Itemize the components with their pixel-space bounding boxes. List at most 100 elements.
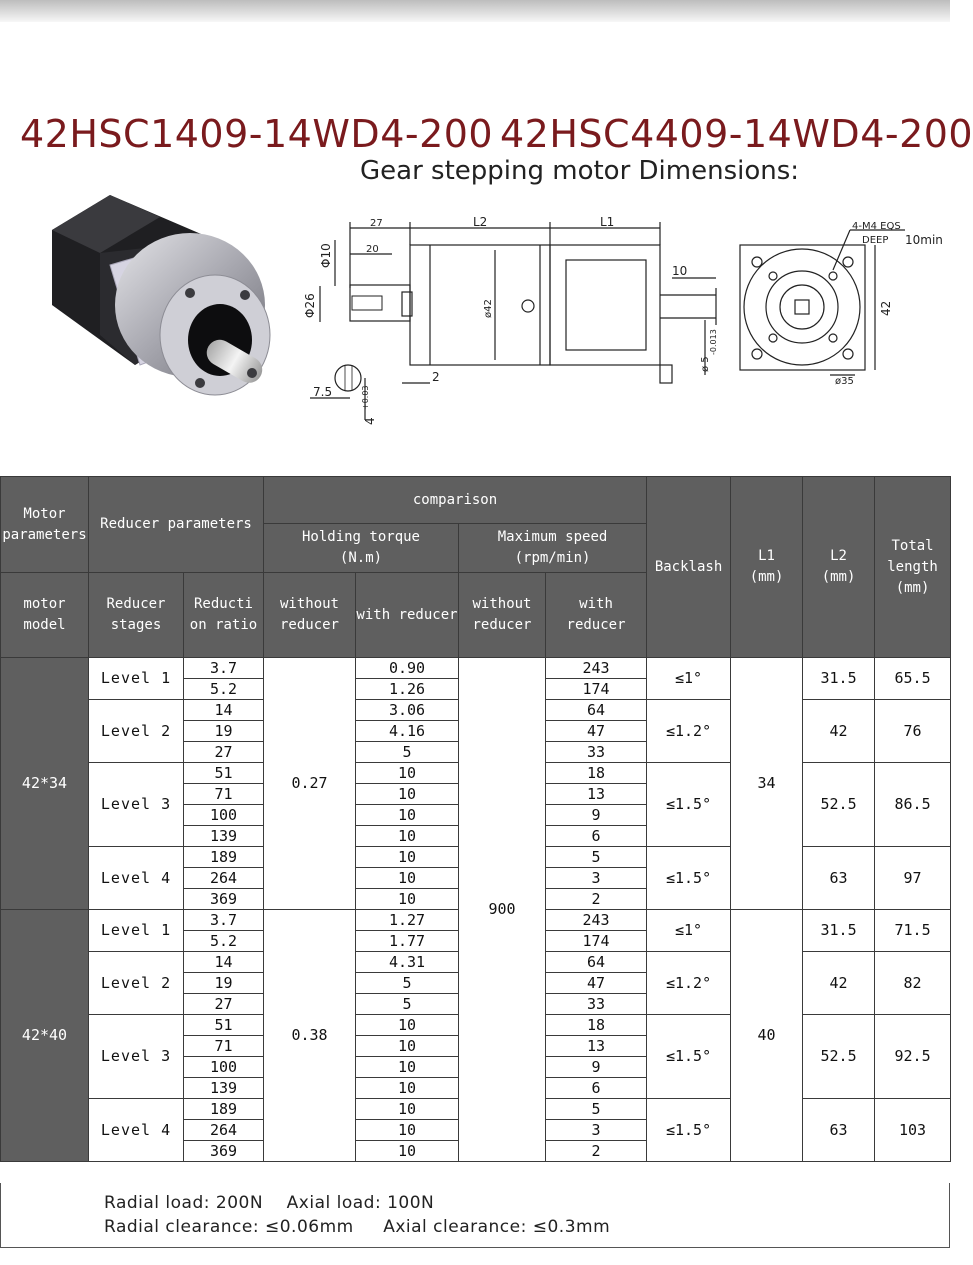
reduction-ratio-cell: 3.7 bbox=[183, 657, 264, 679]
reduction-ratio-cell: 27 bbox=[183, 993, 264, 1015]
header-motor-model: motor model bbox=[0, 572, 89, 658]
torque-with-reducer-cell: 3.06 bbox=[355, 699, 459, 721]
deep-label: DEEP bbox=[862, 235, 888, 246]
speed-with-reducer-cell: 64 bbox=[544, 699, 648, 721]
speed-with-reducer-cell: 243 bbox=[544, 909, 648, 931]
dim-square-42: 42 bbox=[879, 301, 893, 316]
reduction-ratio-cell: 139 bbox=[183, 1077, 264, 1099]
table-row: 27 5 33 bbox=[1, 993, 951, 1015]
speed-with-reducer-cell: 13 bbox=[544, 783, 648, 805]
dim-phi5-tolerance: -0.013 bbox=[709, 329, 718, 355]
reduction-ratio-cell: 369 bbox=[183, 1140, 264, 1162]
l2-cell: 63 bbox=[802, 1098, 876, 1162]
torque-with-reducer-cell: 10 bbox=[355, 804, 459, 826]
dimensions-subtitle: Gear stepping motor Dimensions: bbox=[360, 156, 800, 186]
reduction-ratio-cell: 19 bbox=[183, 720, 264, 742]
backlash-cell: ≤1° bbox=[646, 657, 732, 700]
total-length-cell: 92.5 bbox=[874, 1014, 952, 1099]
header-torque-without-reducer: without reducer bbox=[263, 572, 356, 658]
reduction-ratio-cell: 14 bbox=[183, 699, 264, 721]
table-row: 100 10 9 bbox=[1, 804, 951, 826]
dim-phi10: Φ10 bbox=[319, 243, 333, 268]
l2-cell: 31.5 bbox=[802, 909, 876, 952]
model-title-2: 42HSC4409-14WD4-200 bbox=[500, 112, 973, 156]
dim-4-tolerance: +0.03 bbox=[361, 385, 370, 410]
speed-with-reducer-cell: 2 bbox=[544, 1140, 648, 1162]
speed-with-reducer-cell: 33 bbox=[544, 993, 648, 1015]
speed-with-reducer-cell: 18 bbox=[544, 762, 648, 784]
l1-cell: 34 bbox=[730, 657, 804, 910]
torque-with-reducer-cell: 1.26 bbox=[355, 678, 459, 700]
dim-phi26: Φ26 bbox=[303, 293, 317, 318]
torque-with-reducer-cell: 1.27 bbox=[355, 909, 459, 931]
reduction-ratio-cell: 264 bbox=[183, 1119, 264, 1141]
speed-with-reducer-cell: 5 bbox=[544, 846, 648, 868]
speed-without-reducer-cell: 900 bbox=[458, 657, 546, 1162]
reduction-ratio-cell: 5.2 bbox=[183, 930, 264, 952]
top-shadow-bar bbox=[0, 0, 950, 22]
torque-with-reducer-cell: 10 bbox=[355, 825, 459, 847]
load-note-line-1: Radial load: 200N Axial load: 100N bbox=[104, 1193, 435, 1213]
reduction-ratio-cell: 100 bbox=[183, 804, 264, 826]
motor-model-cell: 42*34 bbox=[0, 657, 89, 910]
reduction-ratio-cell: 71 bbox=[183, 783, 264, 805]
l2-cell: 42 bbox=[802, 951, 876, 1015]
speed-with-reducer-cell: 243 bbox=[544, 657, 648, 679]
reducer-stage-cell: Level 2 bbox=[88, 951, 184, 1015]
spec-table: Motor parameters Reducer parameters comp… bbox=[0, 476, 952, 1162]
header-l2: L2 (mm) bbox=[802, 476, 876, 658]
torque-with-reducer-cell: 10 bbox=[355, 888, 459, 910]
total-length-cell: 82 bbox=[874, 951, 952, 1015]
torque-with-reducer-cell: 4.16 bbox=[355, 720, 459, 742]
dim-20: 20 bbox=[366, 244, 379, 255]
torque-with-reducer-cell: 5 bbox=[355, 972, 459, 994]
reduction-ratio-cell: 100 bbox=[183, 1056, 264, 1078]
header-speed-with-reducer: with reducer bbox=[544, 572, 648, 658]
torque-with-reducer-cell: 5 bbox=[355, 993, 459, 1015]
speed-with-reducer-cell: 64 bbox=[544, 951, 648, 973]
torque-with-reducer-cell: 10 bbox=[355, 1119, 459, 1141]
dim-phi42: ø42 bbox=[483, 299, 494, 318]
header-l1: L1 (mm) bbox=[730, 476, 804, 658]
reducer-stage-cell: Level 1 bbox=[88, 909, 184, 952]
l2-cell: 52.5 bbox=[802, 1014, 876, 1099]
speed-with-reducer-cell: 47 bbox=[544, 720, 648, 742]
speed-with-reducer-cell: 13 bbox=[544, 1035, 648, 1057]
backlash-cell: ≤1.2° bbox=[646, 951, 732, 1015]
torque-with-reducer-cell: 10 bbox=[355, 1014, 459, 1036]
dim-2: 2 bbox=[432, 370, 440, 384]
header-torque-with-reducer: with reducer bbox=[355, 572, 459, 658]
torque-with-reducer-cell: 10 bbox=[355, 783, 459, 805]
reduction-ratio-cell: 3.7 bbox=[183, 909, 264, 931]
total-length-cell: 103 bbox=[874, 1098, 952, 1162]
torque-without-reducer-cell: 0.38 bbox=[263, 909, 356, 1162]
dim-4: 4 bbox=[363, 417, 377, 425]
torque-with-reducer-cell: 10 bbox=[355, 1035, 459, 1057]
torque-with-reducer-cell: 10 bbox=[355, 1098, 459, 1120]
l2-cell: 42 bbox=[802, 699, 876, 763]
total-length-cell: 86.5 bbox=[874, 762, 952, 847]
speed-with-reducer-cell: 174 bbox=[544, 678, 648, 700]
torque-without-reducer-cell: 0.27 bbox=[263, 657, 356, 910]
speed-with-reducer-cell: 9 bbox=[544, 804, 648, 826]
reduction-ratio-cell: 14 bbox=[183, 951, 264, 973]
dim-phi5: ø 5 bbox=[700, 356, 711, 372]
reduction-ratio-cell: 51 bbox=[183, 762, 264, 784]
reducer-stage-cell: Level 1 bbox=[88, 657, 184, 700]
total-length-cell: 71.5 bbox=[874, 909, 952, 952]
reduction-ratio-cell: 189 bbox=[183, 846, 264, 868]
backlash-cell: ≤1.5° bbox=[646, 1098, 732, 1162]
torque-with-reducer-cell: 0.90 bbox=[355, 657, 459, 679]
l2-cell: 52.5 bbox=[802, 762, 876, 847]
table-row: 369 10 2 bbox=[1, 1140, 951, 1162]
torque-with-reducer-cell: 10 bbox=[355, 762, 459, 784]
speed-with-reducer-cell: 6 bbox=[544, 825, 648, 847]
torque-with-reducer-cell: 10 bbox=[355, 1140, 459, 1162]
